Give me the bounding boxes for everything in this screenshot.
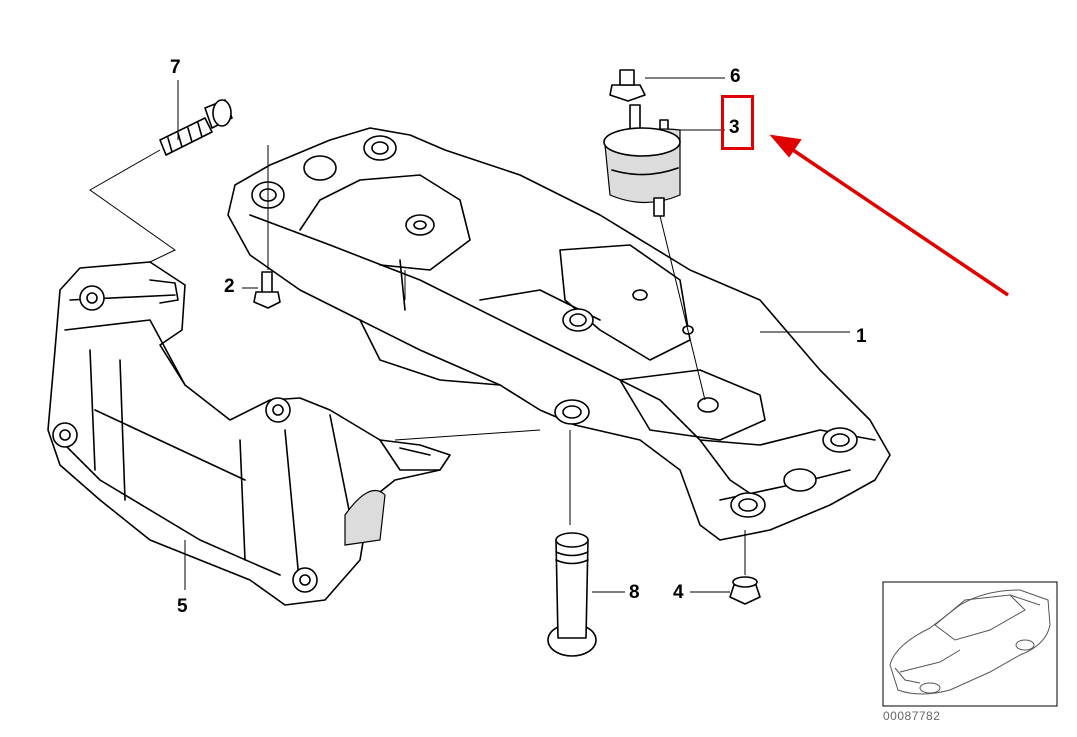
callout-2: 2 [224,276,235,297]
callout-6: 6 [730,66,741,87]
callout-4: 4 [673,582,684,603]
callout-3: 3 [729,117,740,138]
part-4-nut [729,576,761,605]
part-1-crossmember [227,127,891,541]
reference-number: 00087782 [883,709,941,723]
callout-7: 7 [170,57,181,78]
callout-5: 5 [177,596,188,617]
part-5-support-bracket [47,261,451,606]
part-3-rubber-mount [603,104,681,217]
highlight-box [721,95,754,150]
callout-8: 8 [629,582,640,603]
part-8-sleeve [547,532,597,657]
part-7-bolt [159,99,233,156]
highlight-arrow [769,134,1009,297]
callout-1: 1 [856,326,867,347]
part-6-nut [609,69,646,102]
car-sedan-icon [882,581,1058,707]
part-2-stud [253,271,281,309]
leader-lines [89,77,850,593]
